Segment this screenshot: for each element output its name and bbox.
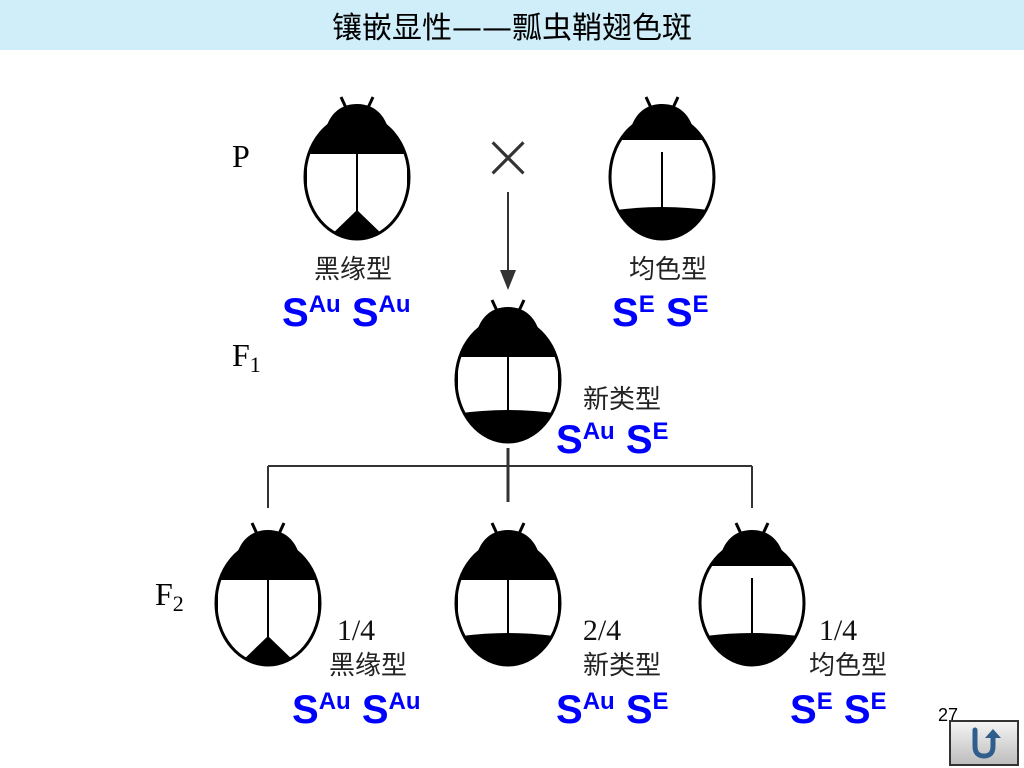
slide-title-bar: 镶嵌显性——瓢虫鞘翅色斑 [0,0,1024,50]
beetle-black-margin-f2 [214,522,322,667]
slide-title: 镶嵌显性——瓢虫鞘翅色斑 [332,11,692,46]
return-button[interactable] [949,720,1019,766]
generation-label-f1: F1 [232,337,261,377]
genotype-p-right: SE SE [612,291,709,335]
beetle-black-margin-p [303,96,411,241]
genotype-f2-left: SAu SAu [292,688,421,732]
genotype-f2-mid: SAu SE [556,688,669,732]
ratio-f2-mid: 2/4 [583,614,621,647]
beetle-uniform-f2 [698,522,806,667]
genotype-f2-right: SE SE [790,688,887,732]
genotype-p-left: SAu SAu [282,291,411,335]
phenotype-label-f2-mid: 新类型 [583,651,661,681]
ratio-f2-right: 1/4 [819,614,857,647]
phenotype-label-f2-left: 黑缘型 [329,651,407,681]
phenotype-label-f2-right: 均色型 [809,651,887,681]
ratio-f2-left: 1/4 [337,614,375,647]
down-arrow-icon [500,192,516,290]
phenotype-label-f1: 新类型 [583,385,661,415]
return-u-arrow-icon [972,727,1001,759]
branch-lines [267,448,753,508]
generation-label-f2: F2 [155,576,184,616]
phenotype-label-p-left: 黑缘型 [314,255,392,285]
beetle-uniform-p [608,96,716,241]
generation-label-p: P [232,138,250,174]
phenotype-label-p-right: 均色型 [629,255,707,285]
beetle-new-type-f2 [454,522,562,667]
beetle-new-type-f1 [454,299,562,444]
cross-symbol: × [481,120,535,194]
genotype-f1: SAu SE [556,418,669,462]
